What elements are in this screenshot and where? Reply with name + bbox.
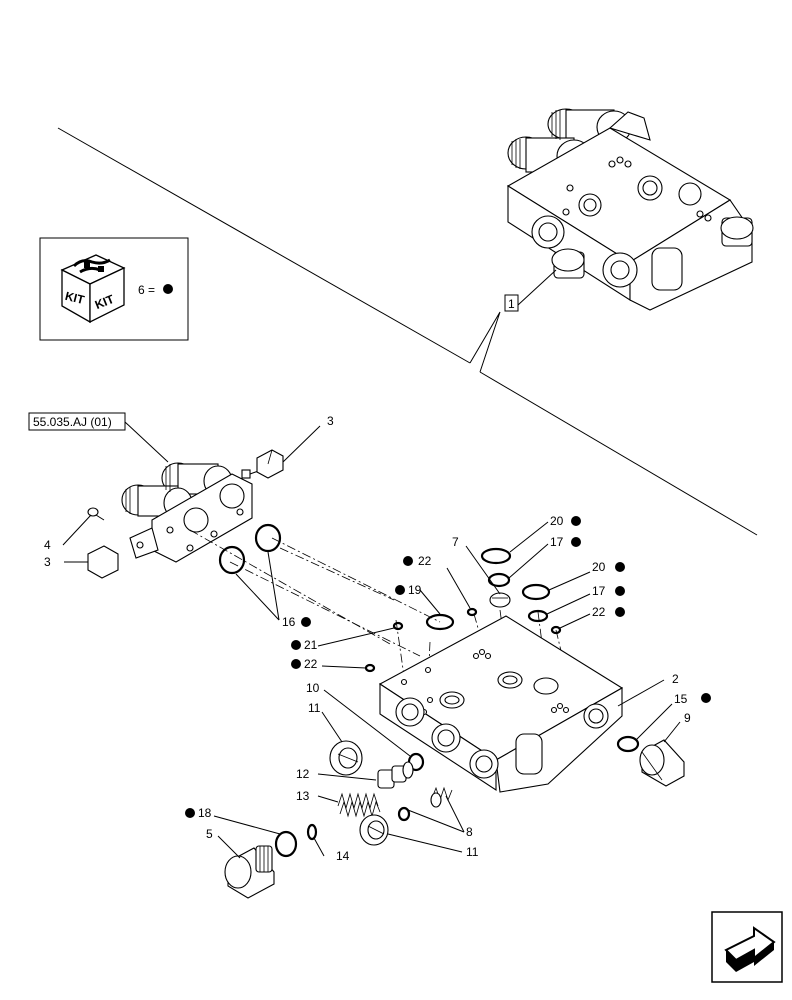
callout-9: 9 (684, 711, 691, 725)
kit-box-icon: KIT KIT (60, 254, 126, 324)
plug-part-9 (639, 739, 685, 787)
callout-12: 12 (296, 767, 310, 781)
callout-20-upper: 20 (550, 514, 564, 528)
check-parts-8 (397, 786, 453, 822)
callout-15: 15 (674, 692, 688, 706)
callout-17-upper: 17 (550, 535, 564, 549)
callout-3-lower: 3 (44, 555, 51, 569)
callout-11-upper: 11 (308, 701, 321, 715)
spring-part-13 (337, 792, 381, 818)
cap-part-11-lower (359, 814, 389, 846)
main-valve-block: 2 (378, 615, 679, 793)
callout-22-right: 22 (592, 605, 606, 619)
spool-part-12 (377, 761, 414, 789)
kit-icon-label-left: KIT (64, 289, 87, 307)
callout-22-top-bullet (403, 556, 413, 566)
callout-2: 2 (672, 672, 679, 686)
section-divider-line (57, 127, 758, 536)
callout-4: 4 (44, 538, 51, 552)
seals-upper: 20 17 7 22 20 17 22 19 (291, 514, 625, 673)
callout-20-upper-bullet (571, 516, 581, 526)
callout-22-left-bullet (291, 659, 301, 669)
solenoid-subassembly (121, 462, 273, 563)
cap-part-11-upper (329, 740, 363, 776)
callout-20-right: 20 (592, 560, 606, 574)
callout-22-left: 22 (304, 657, 318, 671)
screw-part-4: 4 (44, 507, 105, 552)
callout-19: 19 (408, 583, 422, 597)
internal-parts-lower: 11 10 12 13 8 (185, 681, 479, 899)
callout-18-bullet (185, 808, 195, 818)
kit-legend-box: KIT KIT 6 = (39, 237, 189, 341)
callout-20-right-bullet (615, 562, 625, 572)
o-rings-16: 16 (218, 523, 311, 629)
callout-22-top: 22 (418, 554, 432, 568)
kit-legend-equation: 6 = (138, 283, 155, 297)
callout-16: 16 (282, 615, 296, 629)
callout-17-right: 17 (592, 584, 606, 598)
callout-14: 14 (336, 849, 350, 863)
plug-right-parts: 15 9 (616, 692, 711, 787)
callout-10: 10 (306, 681, 320, 695)
kit-legend-bullet (163, 284, 173, 294)
assembled-valve-illustration: 1 (504, 108, 754, 312)
callout-11-lower: 11 (466, 845, 479, 859)
callout-1: 1 (508, 297, 515, 311)
reference-label-box[interactable]: 55.035.AJ (01) (28, 412, 169, 463)
connector-plug-upper: 3 (256, 414, 334, 479)
callout-17-right-bullet (615, 586, 625, 596)
callout-19-bullet (395, 585, 405, 595)
reference-label[interactable]: 55.035.AJ (01) (33, 415, 112, 429)
connector-plug-lower: 3 (44, 545, 119, 579)
callout-21: 21 (304, 638, 318, 652)
callout-3-upper: 3 (327, 414, 334, 428)
callout-5: 5 (206, 827, 213, 841)
next-page-arrow-icon[interactable] (711, 911, 783, 983)
callout-18: 18 (198, 806, 212, 820)
callout-17-upper-bullet (571, 537, 581, 547)
callout-7: 7 (452, 535, 459, 549)
callout-15-bullet (701, 693, 711, 703)
callout-22-right-bullet (615, 607, 625, 617)
callout-21-bullet (291, 640, 301, 650)
plug-part-5 (224, 845, 275, 899)
callout-16-bullet (301, 617, 311, 627)
kit-icon-label-right: KIT (93, 292, 117, 312)
callout-13: 13 (296, 789, 310, 803)
callout-8: 8 (466, 825, 473, 839)
